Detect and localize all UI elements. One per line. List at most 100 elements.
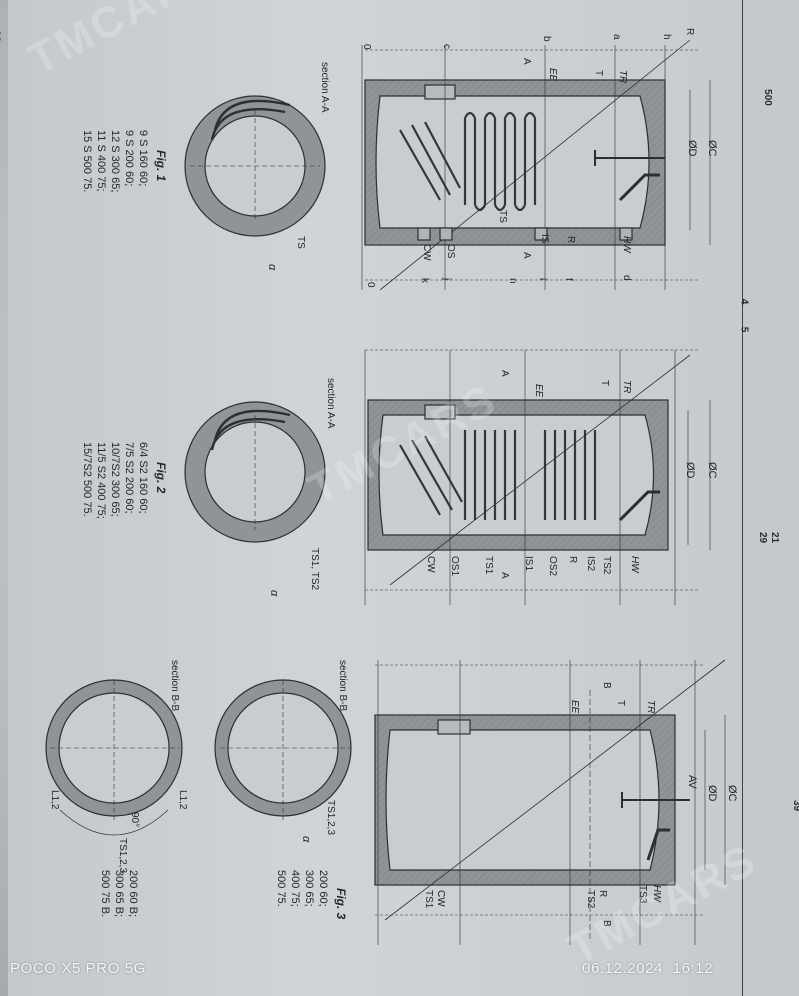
model-item: 6/4 S2 160 60; <box>137 442 149 514</box>
conn-label: A <box>521 252 532 259</box>
section-view-2 <box>184 401 326 543</box>
fig2-caption: Fig. 2 <box>154 462 168 494</box>
camera-brand-label: POCO X5 PRO 5G <box>10 960 146 977</box>
section-view-1 <box>184 95 326 237</box>
model-item: 500 75 B. <box>99 870 111 918</box>
model-item: 9 S 160 60; <box>137 130 149 187</box>
section-view-3a <box>214 679 352 820</box>
sec-label: L1,2 <box>177 790 188 810</box>
model-item: 7/5 S2 200 60; <box>123 442 135 514</box>
angle-label: α <box>300 836 312 843</box>
fig1-caption: Fig. 1 <box>154 150 168 182</box>
model-item: 10/7S2 300 65; <box>109 442 121 517</box>
conn-label: OS <box>445 244 456 259</box>
fig3-list: 200 60; 300 65; 400 75; 500 75. <box>274 870 330 907</box>
dim-label: d <box>621 275 632 281</box>
conn-label: A <box>499 572 510 579</box>
conn-label: HW <box>629 556 640 573</box>
conn-label: HW <box>621 236 632 253</box>
sec-label: TS1,2,3 <box>325 800 336 836</box>
dim-label: f <box>563 278 574 281</box>
tank-drawing-1 <box>361 39 711 291</box>
dim-label: 0 <box>361 44 372 50</box>
dim-label: AV <box>686 775 698 789</box>
sec-label: TS <box>295 236 306 249</box>
conn-label: EE <box>533 384 544 398</box>
conn-label: CW <box>435 890 446 907</box>
model-item: 11 S 400 75; <box>95 130 107 192</box>
model-item: 400 75; <box>289 870 301 907</box>
conn-label: T <box>599 380 610 387</box>
camera-date: 06.12.2024 <box>582 960 664 977</box>
conn-label: TS1 <box>423 890 434 909</box>
model-item: 15 S 500 75. <box>81 130 93 193</box>
fig2-list: 6/4 S2 160 60; 7/5 S2 200 60; 10/7S2 300… <box>80 442 150 519</box>
model-item: 500 75. <box>275 870 287 907</box>
tank-drawing-2 <box>364 349 711 605</box>
conn-label: TR <box>617 70 628 84</box>
sec-label: TS1, TS2 <box>309 548 320 591</box>
section-view-3b <box>45 679 183 836</box>
conn-label: OS1 <box>449 556 460 577</box>
dim-label: ØC <box>726 785 738 802</box>
model-item: 300 65; <box>303 870 315 907</box>
fig1-list: 9 S 160 60; 9 S 200 60; 12 S 300 65; 11 … <box>80 130 150 192</box>
section-label: section A-A <box>319 62 330 113</box>
conn-label: TS <box>497 210 508 223</box>
conn-label: TS2 <box>585 890 596 909</box>
model-item: 200 60 B; <box>127 870 139 918</box>
conn-label: TS1 <box>483 556 494 575</box>
conn-label: T <box>593 70 604 77</box>
camera-time: 16:12 <box>672 960 714 977</box>
fig3-caption: Fig. 3 <box>334 888 348 920</box>
dim-label: 0 <box>365 282 376 288</box>
conn-label: R <box>597 890 608 898</box>
conn-label: CW <box>425 556 436 573</box>
section-label: section B-B <box>169 660 180 712</box>
conn-label: A <box>521 58 532 65</box>
dim-label: a <box>611 34 622 40</box>
model-item: 15/7S2 500 75. <box>81 442 93 517</box>
conn-label: B <box>601 682 612 689</box>
dim-label: i <box>537 278 548 281</box>
angle-label: α <box>268 590 280 597</box>
conn-label: CW <box>421 244 432 261</box>
conn-label: R <box>567 556 578 564</box>
dim-label: ØC <box>706 462 718 479</box>
conn-label: R <box>565 236 576 244</box>
dim-label: ØC <box>706 140 718 157</box>
conn-label: IS2 <box>585 556 596 572</box>
conn-label: EE <box>547 68 558 82</box>
dim-label: R <box>684 28 695 36</box>
sec-label: L1,2 <box>49 790 60 810</box>
dim-label: h <box>661 34 672 40</box>
dim-label: b <box>541 36 552 42</box>
dim-label: ØD <box>706 785 718 802</box>
conn-label: A <box>499 370 510 377</box>
model-item: 9 S 200 60; <box>123 130 135 187</box>
dim-label: ØD <box>684 462 696 479</box>
section-label: section A-A <box>325 378 336 429</box>
camera-timestamp: 06.12.2024 16:12 <box>582 960 713 977</box>
angle-label: 90° <box>129 812 140 828</box>
model-item: 200 60; <box>317 870 329 907</box>
dim-label: c <box>441 44 452 49</box>
model-item: 11/5 S2 400 75; <box>95 442 107 519</box>
conn-label: T <box>615 700 626 707</box>
conn-label: IS <box>539 234 550 244</box>
conn-label: IS1 <box>523 556 534 572</box>
angle-label: α <box>266 264 278 271</box>
conn-label: TR <box>645 700 656 714</box>
dim-label: n <box>507 278 518 284</box>
model-item: 300 65 B; <box>113 870 125 918</box>
section-label: section B-B <box>337 660 348 712</box>
dim-label: k <box>419 278 430 283</box>
fig3-list-b: 200 60 B; 300 65 B; 500 75 B. <box>98 870 140 917</box>
conn-label: TR <box>621 380 632 394</box>
dim-label: j <box>441 278 452 281</box>
conn-label: OS2 <box>547 556 558 577</box>
conn-label: TS2 <box>601 556 612 575</box>
table-edge: 500 4 5 21 29 39 <box>738 0 799 996</box>
